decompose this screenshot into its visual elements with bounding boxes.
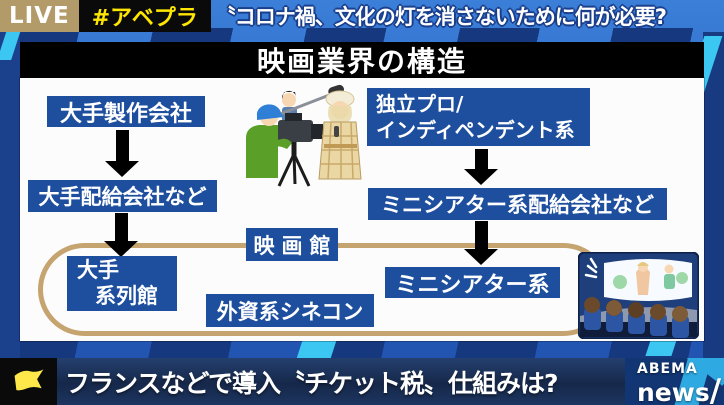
- studio-bg-cyan-stripe: [645, 340, 677, 356]
- node-major-distribution-company: 大手配給会社など: [28, 180, 217, 212]
- program-headline: 〝コロナ禍、文化の灯を消さないために何が必要?: [214, 5, 667, 29]
- ticker-text: フランスなどで導入〝チケット税〟仕組みは?: [57, 358, 625, 405]
- node-line: インディペンデント系: [376, 118, 575, 142]
- logo-slash: /: [709, 373, 722, 405]
- node-line: 独立プロ/: [376, 92, 464, 116]
- logo-line-news: news/: [637, 376, 721, 405]
- yellow-flag-icon: [14, 368, 43, 390]
- logo-text: ABEMA news/: [637, 362, 721, 405]
- node-foreign-cineplex: 外資系シネコン: [206, 294, 374, 327]
- theaters-group-label: 映画館: [246, 228, 338, 261]
- studio-bg-stripes-top: [0, 28, 724, 44]
- abema-news-logo: ABEMA news/: [625, 358, 724, 405]
- studio-bg-edge-left: [0, 32, 20, 405]
- node-independent-production: 独立プロ/ インディペンデント系: [367, 88, 590, 146]
- film-crew-illustration: [246, 84, 362, 187]
- logo-line-abema: ABEMA: [637, 361, 698, 377]
- diagram-title: 映画業界の構造: [20, 42, 704, 78]
- live-badge: LIVE: [0, 0, 79, 32]
- studio-bg-cyan-stripe: [296, 338, 338, 358]
- node-major-production-company: 大手製作会社: [47, 96, 205, 127]
- arrow-down-icon: [104, 213, 138, 257]
- node-major-chain-theater: 大手 系列館: [67, 256, 177, 311]
- node-minitheater-distribution: ミニシアター系配給会社など: [368, 188, 667, 220]
- studio-bg-edge-right: [703, 32, 724, 405]
- arrow-down-icon: [464, 149, 498, 185]
- diagram-panel: 大手製作会社 大手配給会社など 大手 系列館 独立プロ/ インディペンデント系 …: [20, 78, 704, 341]
- flag-box: [0, 358, 57, 405]
- top-bar: LIVE #アベプラ 〝コロナ禍、文化の灯を消さないために何が必要?: [0, 0, 724, 32]
- node-minitheater: ミニシアター系: [385, 267, 560, 298]
- arrow-down-icon: [105, 130, 139, 177]
- cinema-audience-illustration: [578, 252, 699, 339]
- node-line: 系列館: [95, 283, 158, 308]
- node-line: 大手: [77, 257, 119, 282]
- bottom-ticker-bar: フランスなどで導入〝チケット税〟仕組みは? ABEMA news/: [0, 358, 724, 405]
- arrow-down-icon: [464, 221, 498, 265]
- hashtag-badge: #アベプラ: [78, 0, 211, 32]
